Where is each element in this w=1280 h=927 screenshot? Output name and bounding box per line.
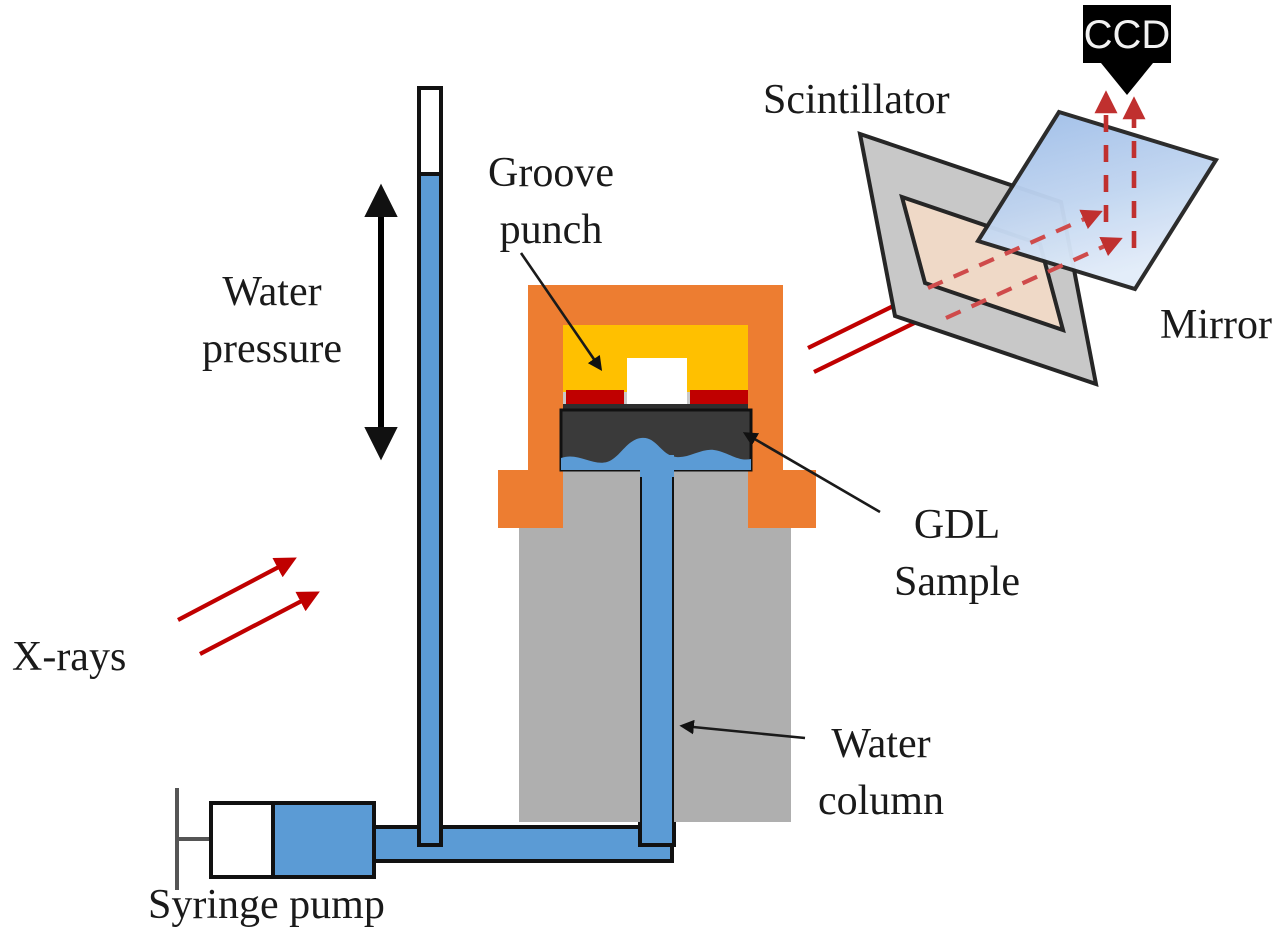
riser-tube-air-gap (417, 86, 443, 176)
gray-block-right-part (674, 470, 791, 822)
ccd-body (1083, 5, 1171, 63)
water-plumbing-group (370, 86, 676, 863)
gasket-right (690, 390, 748, 404)
dashed-light-ray-upper (927, 209, 1103, 290)
xray-beam-left (177, 557, 320, 656)
light-path-mirror-to-ccd (1094, 90, 1146, 248)
groove-notch-clear (627, 392, 687, 406)
water-column-label-line2: column (818, 778, 944, 824)
gray-block-left-part (519, 470, 640, 822)
water-pressure-label-line1: Water (222, 269, 321, 315)
ccd-label: CCD (1084, 13, 1171, 57)
light-path-scintillator-to-mirror (927, 209, 1123, 320)
dashed-light-ray-lower (945, 236, 1123, 320)
mirror-plate (974, 109, 1220, 292)
water-intrusion-front (561, 437, 751, 470)
gdl-sample-label-line1: GDL (914, 502, 1000, 548)
support-block-overlay (519, 470, 791, 822)
groove-punch-label-line1: Groove (488, 150, 614, 196)
gdl-sample-label-line2: Sample (894, 559, 1020, 605)
syringe-pump-group (175, 788, 376, 890)
cell-housing-group (498, 285, 816, 528)
xray-arrow-lower (199, 591, 320, 656)
syringe-pump-label: Syringe pump (148, 882, 385, 927)
ccd-lens-cone (1101, 63, 1153, 95)
gdl-sample-leader (742, 432, 881, 514)
leader-lines-group (519, 252, 881, 740)
gasket-left (566, 390, 624, 404)
water-feed-neck (640, 455, 674, 477)
orange-housing-top-bar (528, 285, 783, 325)
xray-arrow-upper (177, 557, 297, 622)
scintillator-label: Scintillator (763, 77, 950, 123)
orange-flange-right (748, 470, 816, 528)
water-column-tube-outline (638, 453, 676, 847)
x-rays-label: X-rays (12, 634, 126, 680)
water-column-label-line1: Water (831, 721, 930, 767)
water-column-leader (679, 719, 806, 740)
syringe-barrel-water (271, 801, 376, 879)
syringe-barrel-empty (209, 801, 275, 879)
riser-tube-lower (417, 170, 443, 847)
water-pressure-label-line2: pressure (202, 326, 342, 372)
mirror-label: Mirror (1160, 302, 1272, 348)
groove-punch-label-line2: punch (500, 207, 603, 253)
mirror-group (974, 109, 1220, 292)
text-labels-group: Water pressure Groove punch GDL Sample W… (12, 77, 1272, 927)
orange-flange-left (498, 470, 563, 528)
ccd-camera-group: CCD (1083, 5, 1171, 95)
sample-backing-plate (563, 404, 748, 412)
groove-punch-leader (519, 252, 603, 372)
